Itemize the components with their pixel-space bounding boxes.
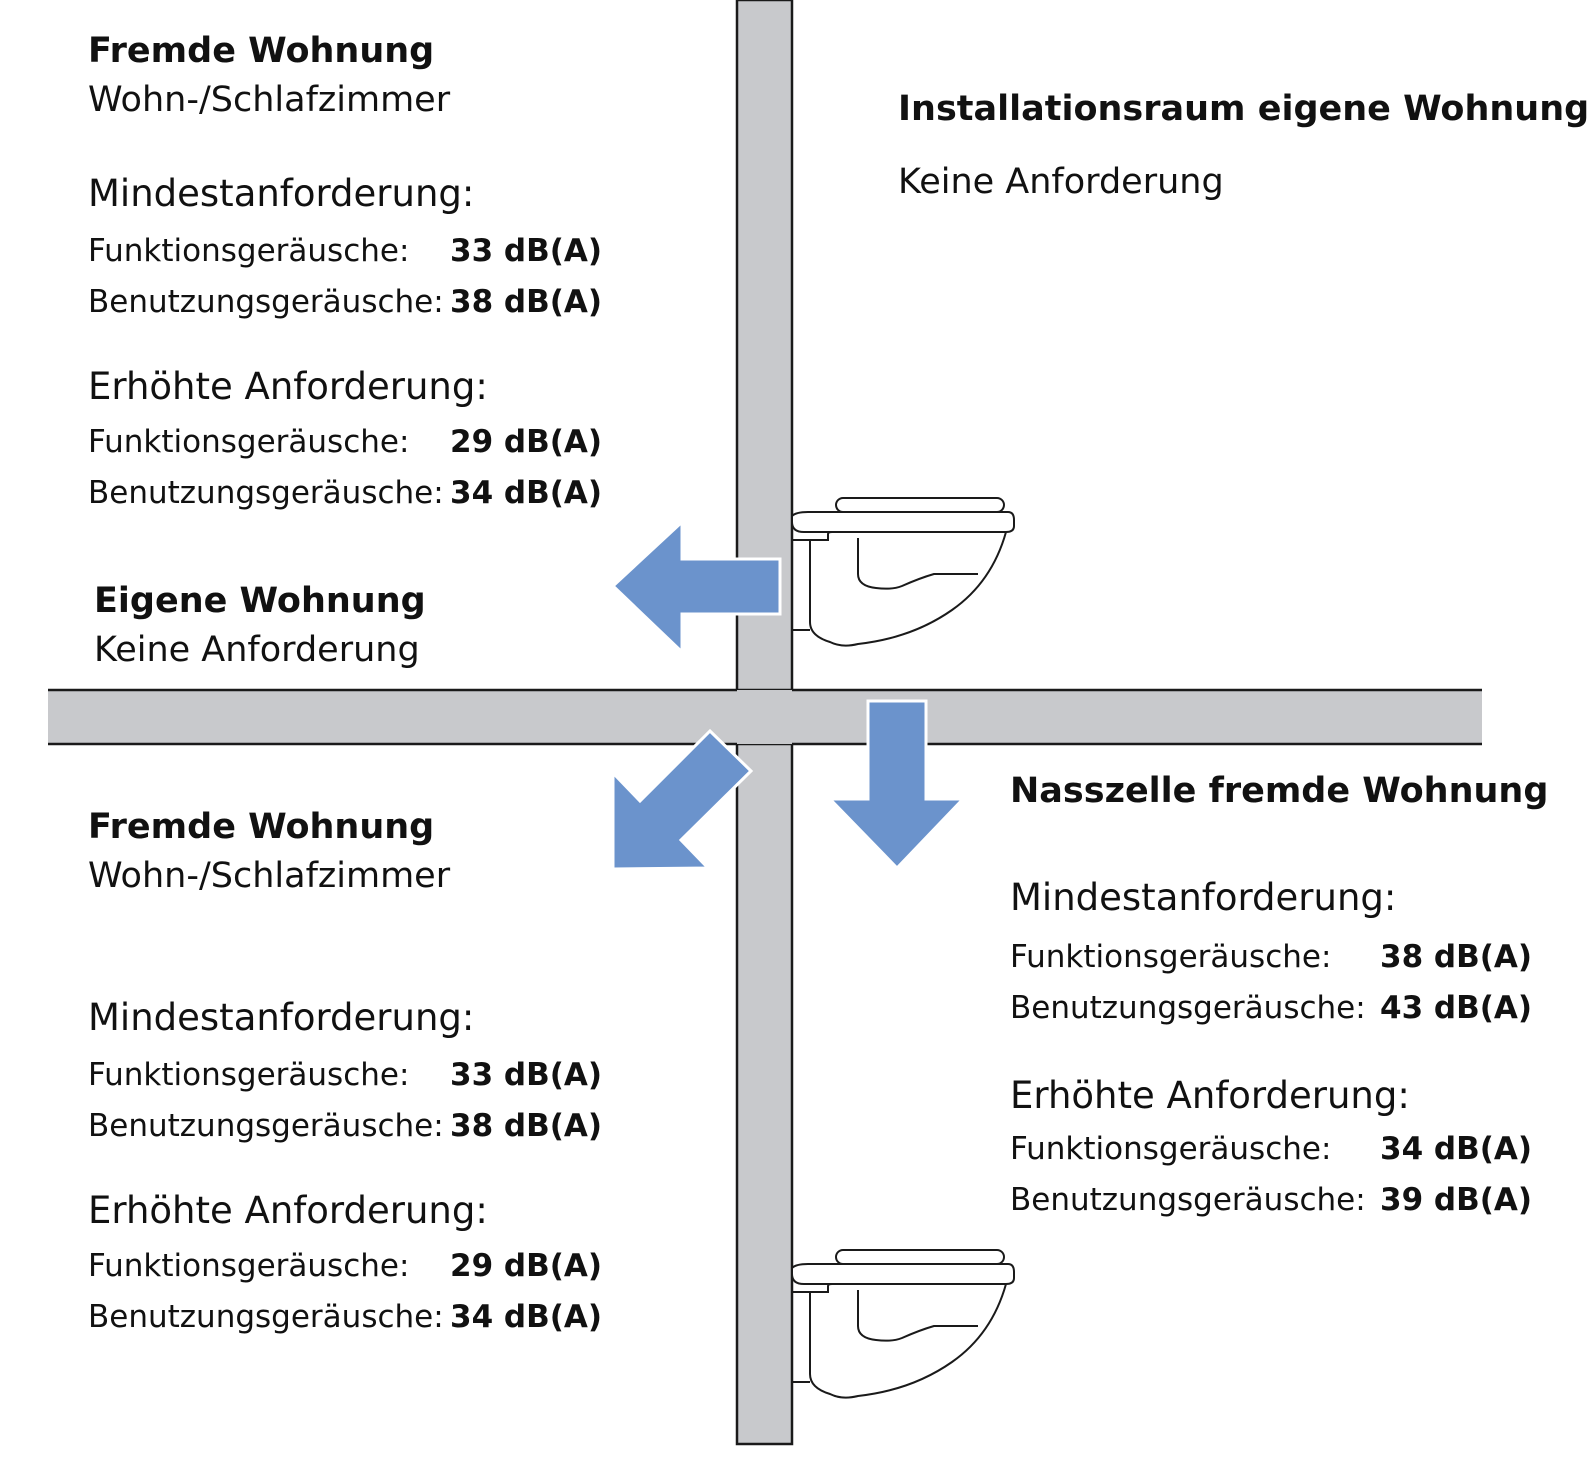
lower-left-room: Fremde Wohnung Wohn-/Schlafzimmer Mindes… [88,807,602,1353]
requirement-label: Benutzungsgeräusche: [1010,990,1366,1026]
requirement-label: Benutzungsgeräusche: [88,284,444,320]
min-requirement-heading: Mindestanforderung: [1010,876,1397,919]
requirement-value: 34 dB(A) [450,475,603,511]
room-subtitle: Wohn-/Schlafzimmer [88,80,451,120]
requirement-row: Funktionsgeräusche: 29 dB(A) [88,424,602,478]
requirement-label: Benutzungsgeräusche: [88,1299,444,1335]
min-requirement-heading: Mindestanforderung: [88,172,475,215]
wet-cell-room: Nasszelle fremde Wohnung Mindestanforder… [1010,774,1548,1236]
requirement-value: 33 dB(A) [450,1057,603,1093]
upper-left-room: Fremde Wohnung Wohn-/Schlafzimmer Mindes… [88,31,602,529]
requirement-label: Benutzungsgeräusche: [88,1108,444,1144]
requirement-row: Funktionsgeräusche: 38 dB(A) [1010,942,1548,993]
arrow-left-icon [610,518,782,656]
requirement-row: Funktionsgeräusche: 33 dB(A) [88,233,602,287]
requirement-label: Funktionsgeräusche: [88,424,410,460]
room-title: Fremde Wohnung [88,807,435,847]
requirement-value: 38 dB(A) [450,284,603,320]
installation-room: Installationsraum eigene Wohnung Keine A… [898,92,1589,200]
requirement-row: Funktionsgeräusche: 33 dB(A) [88,1057,602,1111]
requirement-row: Benutzungsgeräusche: 38 dB(A) [88,1108,602,1162]
increased-requirement-heading: Erhöhte Anforderung: [88,365,488,408]
min-requirement-heading: Mindestanforderung: [88,996,475,1039]
increased-requirement-heading: Erhöhte Anforderung: [1010,1074,1410,1117]
requirement-value: 34 dB(A) [450,1299,603,1335]
room-title: Nasszelle fremde Wohnung [1010,771,1549,811]
requirement-row: Benutzungsgeräusche: 43 dB(A) [1010,993,1548,1044]
increased-requirement-heading: Erhöhte Anforderung: [88,1189,488,1232]
requirement-label: Funktionsgeräusche: [1010,939,1332,975]
requirement-value: 38 dB(A) [450,1108,603,1144]
room-subtitle: Keine Anforderung [898,162,1224,202]
vertical-wall-lower [735,742,794,1446]
floor-slab [48,690,1482,744]
requirement-row: Benutzungsgeräusche: 34 dB(A) [88,1299,602,1353]
own-flat: Eigene Wohnung Keine Anforderung [94,584,426,668]
requirement-label: Benutzungsgeräusche: [88,475,444,511]
requirement-row: Funktionsgeräusche: 29 dB(A) [88,1248,602,1302]
requirement-value: 34 dB(A) [1380,1131,1533,1167]
wall-hung-toilet-icon [791,1249,1015,1399]
requirement-value: 39 dB(A) [1380,1182,1533,1218]
requirement-value: 33 dB(A) [450,233,603,269]
requirement-row: Benutzungsgeräusche: 39 dB(A) [1010,1185,1548,1236]
requirement-label: Funktionsgeräusche: [1010,1131,1332,1167]
arrow-down-icon [826,699,967,871]
arrow-down-left-icon [611,728,754,871]
requirement-value: 38 dB(A) [1380,939,1533,975]
room-subtitle: Wohn-/Schlafzimmer [88,856,451,896]
requirement-label: Funktionsgeräusche: [88,1248,410,1284]
requirement-row: Benutzungsgeräusche: 38 dB(A) [88,284,602,338]
requirement-value: 29 dB(A) [450,424,603,460]
requirement-row: Funktionsgeräusche: 34 dB(A) [1010,1134,1548,1185]
requirement-label: Funktionsgeräusche: [88,1057,410,1093]
room-title: Fremde Wohnung [88,31,435,71]
requirement-row: Benutzungsgeräusche: 34 dB(A) [88,475,602,529]
wall-hung-toilet-icon [791,497,1015,647]
requirement-value: 43 dB(A) [1380,990,1533,1026]
requirement-label: Funktionsgeräusche: [88,233,410,269]
requirement-value: 29 dB(A) [450,1248,603,1284]
room-subtitle: Keine Anforderung [94,630,420,670]
requirement-label: Benutzungsgeräusche: [1010,1182,1366,1218]
room-title: Eigene Wohnung [94,581,426,621]
room-title: Installationsraum eigene Wohnung [898,89,1590,129]
